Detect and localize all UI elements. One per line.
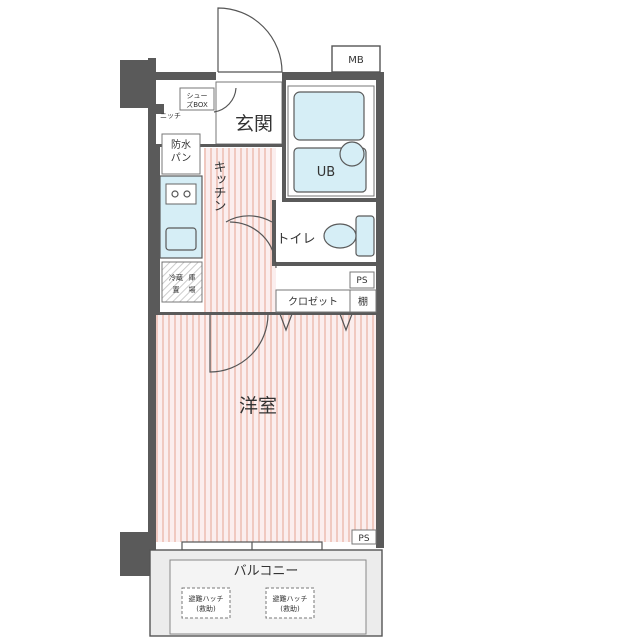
hatch-left-label-2: (救助) [196, 604, 216, 613]
fridge-label-1: 冷蔵 [169, 273, 183, 282]
kitchen-floor [204, 148, 276, 314]
partition-toilet-bottom [272, 262, 376, 266]
bousui-pan-label-2: パン [171, 152, 192, 164]
bousui-pan-label-1: 防水 [171, 138, 191, 151]
closet-label: クロゼット [288, 296, 338, 308]
fridge-label-3: 置 [173, 286, 180, 294]
ps-lower-label: PS [358, 534, 369, 544]
youshitsu-label: 洋室 [239, 395, 277, 417]
closet-door [279, 313, 353, 332]
balcony-label: バルコニー [234, 564, 299, 579]
toilet-bowl [323, 223, 357, 249]
partition-ub-left [282, 80, 286, 200]
genkan-label: 玄関 [235, 113, 273, 135]
mb-box [331, 45, 381, 73]
hatch-right-label-2: (救助) [280, 604, 300, 613]
shoe-box [179, 87, 215, 111]
fridge-label-4: 場 [189, 285, 196, 294]
room-door [209, 313, 269, 373]
shoe-box-label-1: シュー [187, 92, 208, 100]
ub-basin [339, 141, 365, 167]
tana-label: 棚 [358, 295, 368, 308]
wall-left [148, 58, 156, 548]
partition-room-top [156, 312, 376, 315]
hatch-left [181, 587, 231, 619]
partition-genkan-bottom [156, 144, 282, 147]
wall-right [376, 72, 384, 548]
ub-label: UB [317, 165, 335, 180]
shoe-box-label-2: ズBOX [186, 100, 208, 109]
bousui-pan [161, 133, 201, 175]
hatch-right [265, 587, 315, 619]
tana-area [349, 289, 377, 313]
bathtub [293, 91, 365, 141]
toilet-door [225, 215, 273, 223]
stove [165, 183, 197, 205]
wall-top-left [148, 72, 216, 80]
pillar-top [120, 60, 156, 108]
genkan-inner-door [213, 87, 237, 113]
hatch-left-label-1: 避難ハッチ [189, 594, 224, 603]
wall-top-right [282, 72, 384, 80]
partition-ub-bottom [282, 198, 376, 202]
fridge-label-2: 庫 [189, 273, 196, 282]
genkan-floor [215, 81, 283, 145]
nitch-label: ニッチ [160, 112, 181, 120]
toilet-tank [355, 215, 375, 257]
partition-kitchen-left [156, 144, 160, 314]
hatch-right-label-1: 避難ハッチ [273, 594, 308, 603]
ps-lower-box [351, 529, 377, 545]
kitchen-label: キッチン [211, 160, 226, 212]
entrance-door [217, 7, 283, 73]
toilet-label: トイレ [276, 232, 315, 247]
kitchen-door [229, 221, 277, 269]
ps-upper-box [349, 271, 375, 289]
ps-upper-label: PS [356, 276, 367, 286]
kitchen-sink [165, 227, 197, 251]
fridge-space [161, 261, 203, 303]
pillar-top-small [154, 104, 164, 114]
mb-label: MB [348, 55, 364, 66]
partition-toilet-left [272, 200, 276, 264]
room-floor [156, 314, 376, 542]
